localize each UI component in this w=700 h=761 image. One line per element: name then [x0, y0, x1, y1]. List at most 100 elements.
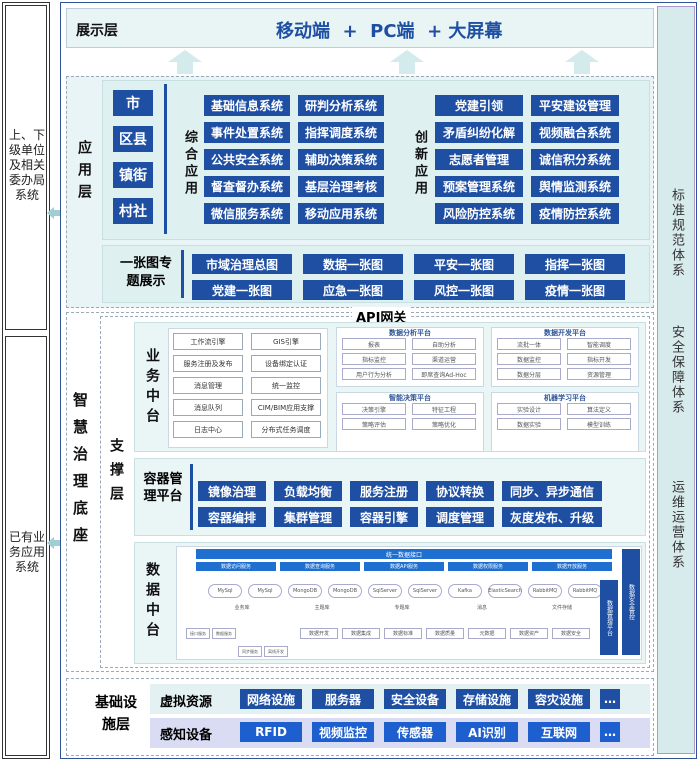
data-service-bar: 数据访问服务 — [196, 562, 276, 571]
data-process-box: 离线开发 — [264, 646, 288, 657]
platform-item-box: 即席查询Ad-Hoc — [412, 368, 476, 380]
data-process-box: 数据集成 — [342, 628, 380, 639]
comprehensive-app-tile: 移动应用系统 — [298, 203, 384, 224]
business-service-box: 设备绑定认证 — [251, 355, 321, 372]
comprehensive-app-tile: 基础信息系统 — [204, 95, 290, 116]
up-arrow-icon — [390, 50, 424, 74]
business-service-box: 服务注册及发布 — [173, 355, 243, 372]
data-store-box: MongoDB — [288, 584, 322, 598]
display-layer — [66, 8, 654, 48]
platform-item-box: 特征工程 — [412, 403, 476, 415]
innovation-app-tile: 疫情防控系统 — [531, 203, 619, 224]
platform-item-box: 指标开发 — [567, 353, 631, 365]
data-store-box: Kafka — [448, 584, 482, 598]
container-item-tile: 服务注册 — [350, 481, 418, 501]
comprehensive-app-tile: 研判分析系统 — [298, 95, 384, 116]
data-store-box: ElasticSearch — [488, 584, 522, 598]
data-center-label: 数据中台 — [144, 562, 160, 642]
container-item-tile: 协议转换 — [426, 481, 494, 501]
platform-item-box: 报表 — [342, 338, 406, 350]
platform-item-box: 策略评估 — [342, 418, 406, 430]
comprehensive-app-tile: 公共安全系统 — [204, 149, 290, 170]
map-item-tile: 疫情一张图 — [525, 280, 625, 300]
data-store-caption: 专题库 — [394, 605, 410, 611]
data-process-box: 数据安全 — [552, 628, 590, 639]
data-process-box: 数据服务 — [212, 628, 236, 639]
innovation-app-tile: 舆情监测系统 — [531, 176, 619, 197]
platform-title: 数据分析平台 — [389, 329, 431, 337]
innovation-app-tile: 诚信积分系统 — [531, 149, 619, 170]
platform-title: 机器学习平台 — [544, 394, 586, 402]
platform-item-box: 指标监控 — [342, 353, 406, 365]
container-item-tile: 集群管理 — [274, 507, 342, 527]
platform-item-box: 模型训练 — [567, 418, 631, 430]
comprehensive-app-tile: 督查督办系统 — [204, 176, 290, 197]
platform-item-box: 数据监控 — [497, 353, 561, 365]
application-layer-label: 应用层 — [76, 140, 92, 206]
container-item-tile: 调度管理 — [426, 507, 494, 527]
innovation-app-tile: 视频融合系统 — [531, 122, 619, 143]
data-process-box: 同步服务 — [238, 646, 262, 657]
virtual-resource-tile: 服务器 — [312, 689, 374, 709]
data-store-box: MySql — [208, 584, 242, 598]
business-service-box: 分布式任务调度 — [251, 421, 321, 438]
display-layer-content: 移动端 + PC端 + 大屏幕 — [276, 21, 503, 42]
comprehensive-app-tile: 微信服务系统 — [204, 203, 290, 224]
platform-item-box: 策略优化 — [412, 418, 476, 430]
comprehensive-app-label: 综合应用 — [182, 130, 197, 198]
map-item-tile: 党建一张图 — [192, 280, 292, 300]
container-item-tile: 负载均衡 — [274, 481, 342, 501]
display-layer-label: 展示层 — [76, 23, 118, 39]
virtual-resource-tile: 安全设备 — [384, 689, 446, 709]
comprehensive-app-tile: 辅助决策系统 — [298, 149, 384, 170]
data-store-box: MySql — [248, 584, 282, 598]
container-divider — [190, 464, 193, 530]
sensing-device-tile: … — [600, 722, 620, 742]
business-service-box: 统一监控 — [251, 377, 321, 394]
admin-level-tile: 村社 — [113, 198, 153, 224]
left-top-box — [5, 5, 47, 330]
platform-item-box: 数据实验 — [497, 418, 561, 430]
right-item-security: 安全保障体系 — [669, 325, 684, 415]
data-service-bar: 数据权限服务 — [448, 562, 528, 571]
data-security-column: 数据安全管控 — [622, 549, 640, 655]
left-bottom-text: 已有业务应用系统 — [9, 530, 46, 574]
business-service-box: 消息队列 — [173, 399, 243, 416]
comprehensive-app-tile: 事件处置系统 — [204, 122, 290, 143]
data-store-caption: 业务库 — [234, 605, 250, 611]
data-service-bar: 数据查询服务 — [280, 562, 360, 571]
data-store-box: RabbitMQ — [568, 584, 602, 598]
data-service-bar: 数据开放服务 — [532, 562, 612, 571]
business-service-box: 消息管理 — [173, 377, 243, 394]
admin-level-tile: 区县 — [113, 126, 153, 152]
data-process-box: 数据质量 — [426, 628, 464, 639]
platform-item-box: 算法定义 — [567, 403, 631, 415]
sensing-device-tile: 传感器 — [384, 722, 446, 742]
innovation-app-tile: 志愿者管理 — [435, 149, 523, 170]
data-process-box: 数据标准 — [384, 628, 422, 639]
right-panel — [657, 6, 695, 754]
data-store-box: SqlServer — [368, 584, 402, 598]
business-center-label: 业务中台 — [144, 348, 160, 428]
sensing-device-tile: RFID — [240, 722, 302, 742]
platform-title: 智能决策平台 — [389, 394, 431, 402]
platform-item-box: 智能调度 — [567, 338, 631, 350]
admin-level-tile: 市 — [113, 90, 153, 116]
data-store-caption: 文件存储 — [551, 605, 572, 611]
container-item-tile: 灰度发布、升级 — [502, 507, 602, 527]
data-process-box: 数据开发 — [300, 628, 338, 639]
innovation-app-tile: 预案管理系统 — [435, 176, 523, 197]
platform-title: 数据开发平台 — [544, 329, 586, 337]
sensing-device-tile: AI识别 — [456, 722, 518, 742]
data-store-caption: 主题库 — [314, 605, 330, 611]
map-section-label: 一张图专题展示 — [119, 256, 172, 289]
left-bottom-box — [5, 336, 47, 756]
business-service-box: 工作流引擎 — [173, 333, 243, 350]
map-item-tile: 应急一张图 — [303, 280, 403, 300]
sensing-device-tile: 视频监控 — [312, 722, 374, 742]
data-process-box: 接口服务 — [186, 628, 210, 639]
data-store-box: SqlServer — [408, 584, 442, 598]
data-process-box: 元数据 — [468, 628, 506, 639]
platform-item-box: 实验设计 — [497, 403, 561, 415]
data-management-column: 数据管理平台 — [600, 580, 618, 655]
